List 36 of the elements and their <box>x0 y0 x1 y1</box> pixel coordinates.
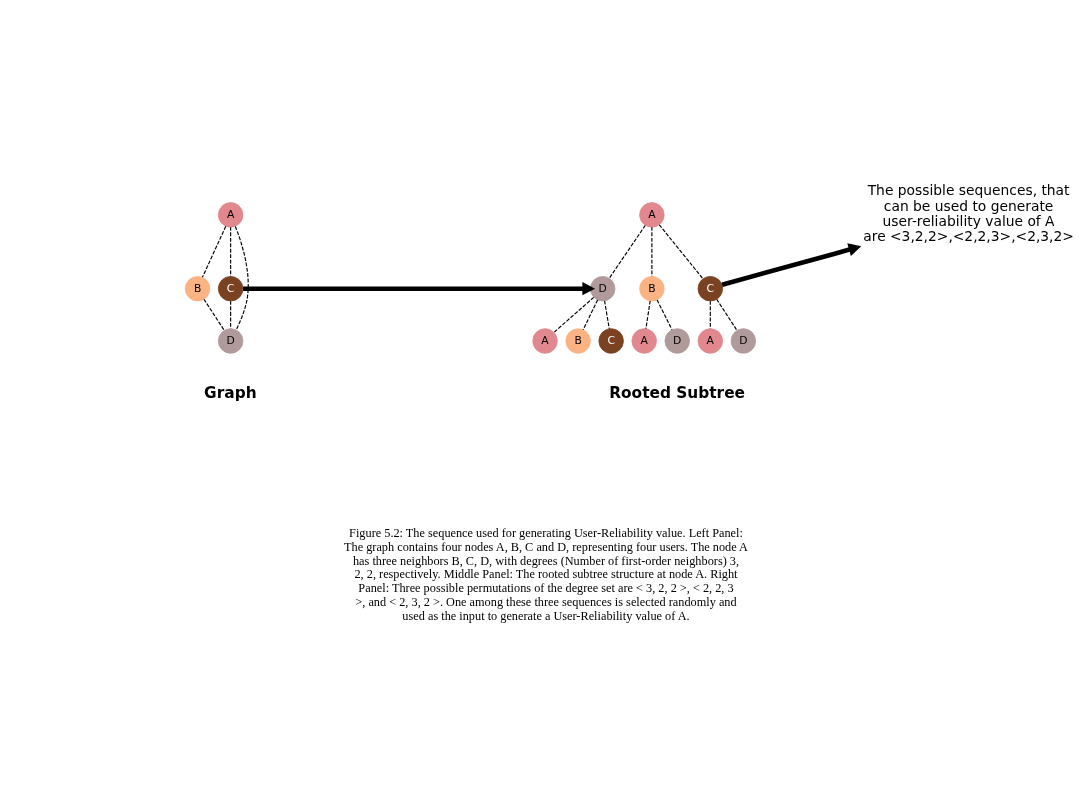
node-circle: B <box>565 327 591 354</box>
node-text: The possible sequences, that can be used to generate user-reliability value of A are <3,2,2>,<2,2,3>,<2,3,2> <box>863 181 1074 244</box>
connector <box>230 300 232 329</box>
node-circle: A <box>217 201 244 228</box>
node-circle: A <box>639 201 665 228</box>
arrow <box>243 281 595 295</box>
arrow <box>721 242 862 287</box>
connector <box>608 224 646 279</box>
label: Graph <box>204 383 257 402</box>
connector <box>201 225 227 278</box>
node-circle: A <box>631 327 657 354</box>
connector <box>658 223 704 279</box>
node-circle: C <box>598 327 624 354</box>
node-circle: C <box>697 275 723 301</box>
node-circle: D <box>217 327 244 354</box>
connector <box>553 296 595 333</box>
connector <box>651 226 653 277</box>
node-circle: D <box>664 327 690 354</box>
node-circle: A <box>697 327 723 354</box>
connector <box>716 298 738 331</box>
connector <box>234 225 249 330</box>
connector <box>582 298 599 330</box>
node-circle: D <box>730 327 757 354</box>
connector <box>645 299 651 329</box>
connector <box>203 298 225 331</box>
label: Rooted Subtree <box>609 383 746 402</box>
connector <box>709 300 711 329</box>
node-circle: B <box>639 275 665 301</box>
connector <box>656 298 673 330</box>
node-circle: C <box>217 275 244 301</box>
node-circle: A <box>532 327 558 354</box>
node-circle: D <box>590 275 616 301</box>
caption: Figure 5.2: The sequence used for generating User-Reliability value. Left Panel: The graph contains four nodes A, B, C and D, representing four users. The node A has three neighbors B, C, D, with degrees (Number of first-order neighbors) 3, 2, 2, respectively. Middle Panel: The rooted subtree structure at node A. Right Panel: Three possible permutations of the degree set are < 3, 2, 2 >, < 2, 2, 3 >, and < 2, 3, 2 >. One among these three sequences is selected randomly and used as the input to generate a User-Reliability value of A. <box>344 525 748 623</box>
connector <box>230 226 232 277</box>
connector <box>604 299 610 329</box>
node-circle: B <box>184 275 211 301</box>
